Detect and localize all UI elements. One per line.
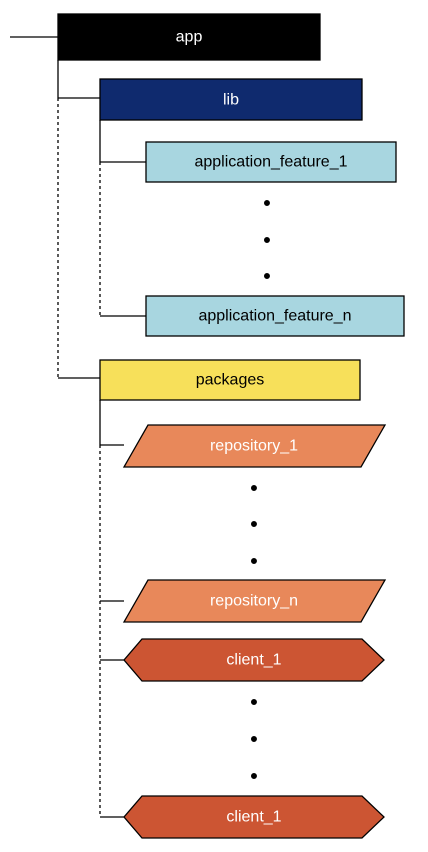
ellipsis-dot: • [263,228,271,253]
ellipsis-dot: • [263,264,271,289]
node-client-1[interactable]: client_1 [123,638,385,682]
node-lib-label: lib [223,92,239,109]
node-client-1-second[interactable]: client_1 [123,795,385,839]
node-application-feature-n-box [145,295,405,337]
node-application-feature-n-label: application_feature_n [198,308,351,325]
node-repository-n-label: repository_n [210,593,298,610]
node-app-label: app [176,29,203,46]
node-application-feature-1-label: application_feature_1 [194,154,347,171]
node-packages-label: packages [196,372,265,389]
node-lib[interactable]: lib [99,78,363,121]
lib-ellipsis: • • • [263,191,271,289]
packages-ellipsis-2: • • • [250,690,258,789]
node-application-feature-n[interactable]: application_feature_n [145,295,405,337]
node-client-1-label: client_1 [226,652,281,669]
node-app[interactable]: app [57,13,321,61]
node-repository-n[interactable]: repository_n [122,579,387,623]
node-repository-1-shape [122,424,387,468]
node-repository-1[interactable]: repository_1 [122,424,387,468]
ellipsis-dot: • [250,690,258,715]
node-lib-box [99,78,363,121]
node-packages-box [99,359,361,401]
ellipsis-dot: • [250,764,258,789]
ellipsis-dot: • [250,727,258,752]
node-application-feature-1-box [145,141,397,183]
node-client-1-shape [123,638,385,682]
node-app-box [57,13,321,61]
node-client-1-second-shape [123,795,385,839]
ellipsis-dot: • [250,512,258,537]
node-repository-1-label: repository_1 [210,438,298,455]
node-application-feature-1[interactable]: application_feature_1 [145,141,397,183]
ellipsis-dot: • [250,476,258,501]
node-client-1-second-label: client_1 [226,809,281,826]
node-packages[interactable]: packages [99,359,361,401]
packages-ellipsis-1: • • • [250,476,258,574]
node-repository-n-shape [122,579,387,623]
connectors [10,36,146,818]
ellipsis-dot: • [250,549,258,574]
ellipsis-dot: • [263,191,271,216]
